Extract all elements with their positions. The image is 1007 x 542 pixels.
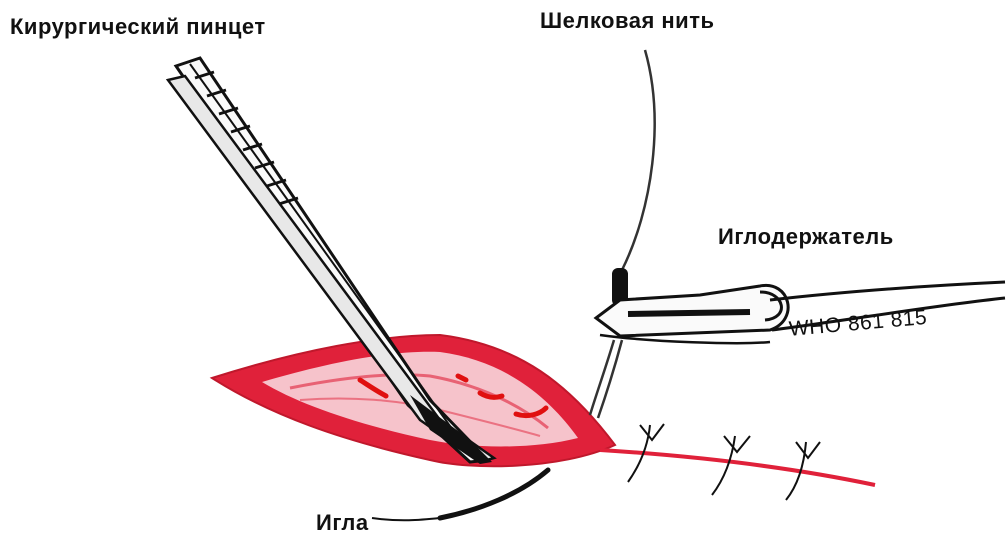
- needle-label: Игла: [316, 510, 369, 536]
- silk-thread-label: Шелковая нить: [540, 8, 715, 34]
- needle-leader-line: [372, 518, 440, 520]
- forceps-label: Кирургический пинцет: [10, 14, 266, 40]
- needle-holder-label: Иглодержатель: [718, 224, 894, 250]
- needle: [440, 470, 548, 518]
- closed-incision-line: [600, 450, 875, 485]
- silk-thread: [590, 50, 655, 418]
